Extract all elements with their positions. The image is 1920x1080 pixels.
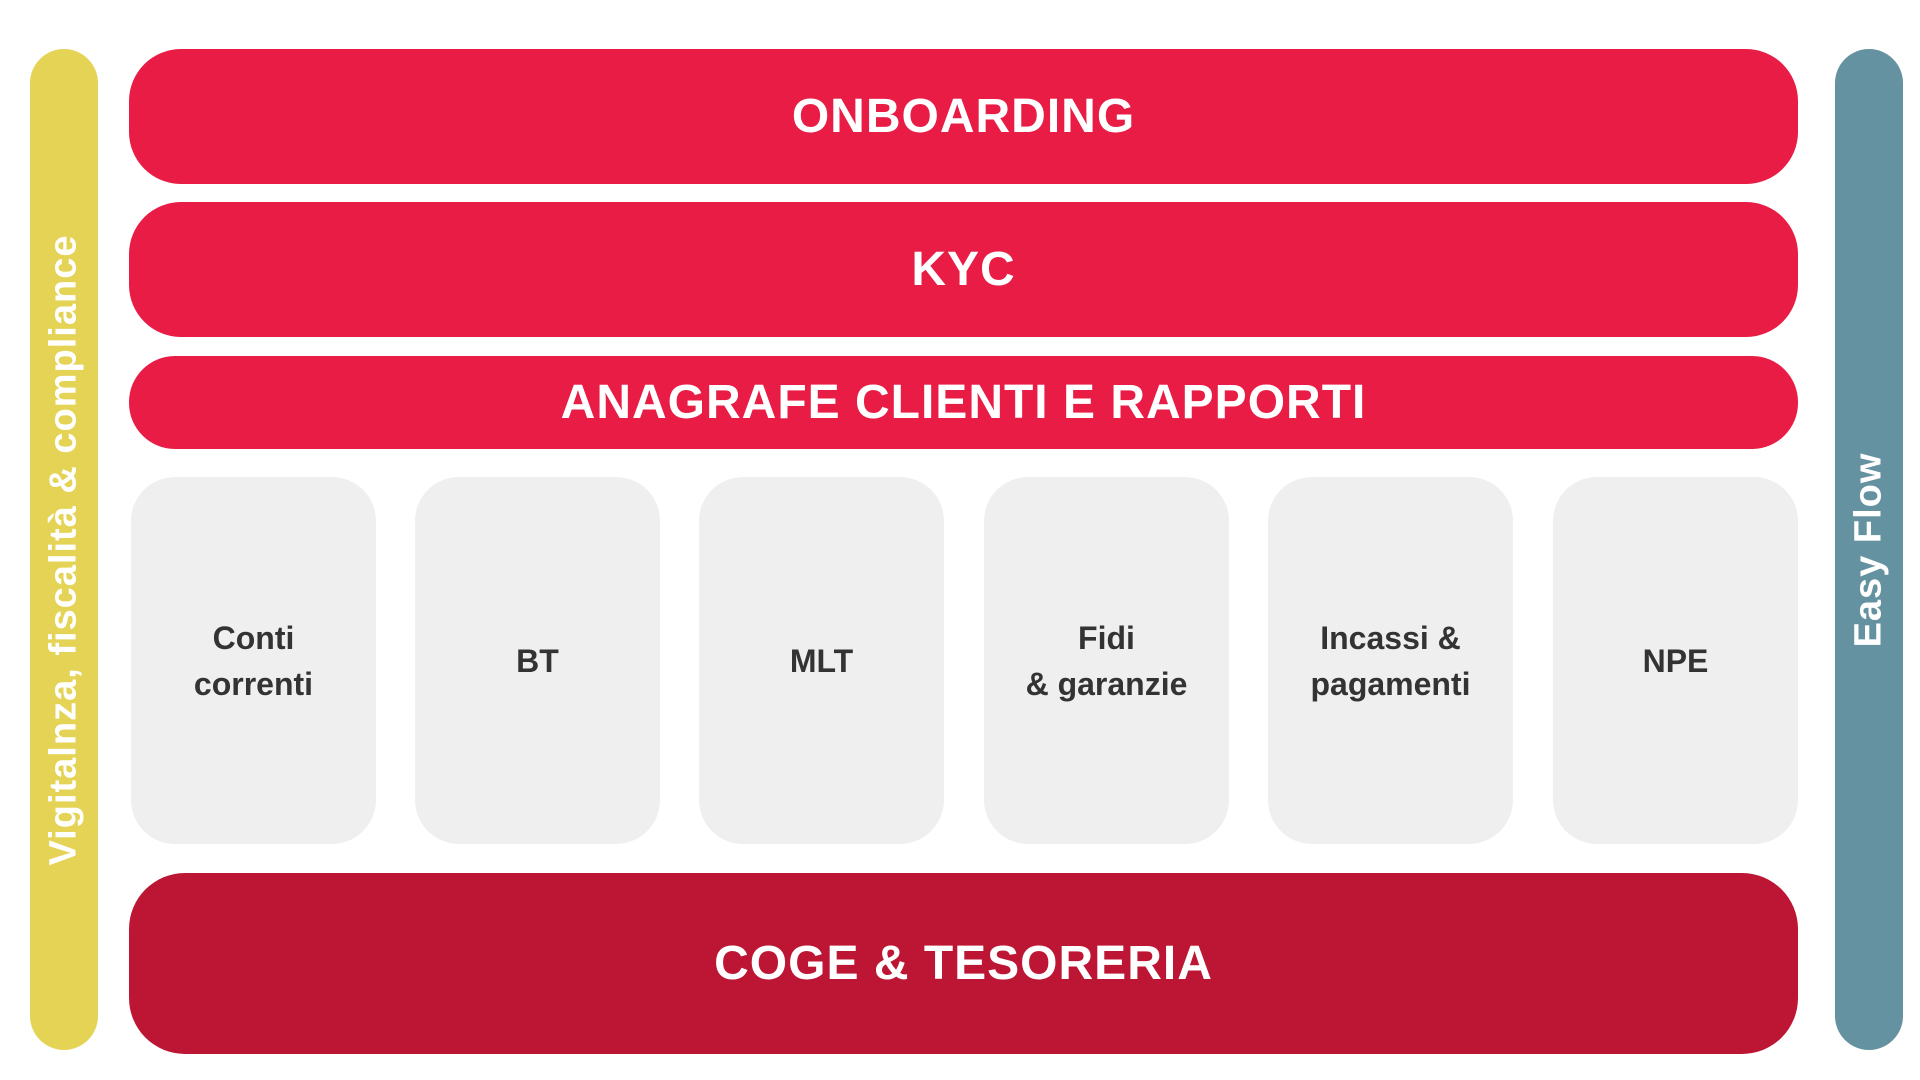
- right-easy-flow-bar: Easy Flow: [1835, 49, 1903, 1050]
- module-row: Conti correnti BT MLT Fidi & garanzie In…: [131, 477, 1798, 844]
- module-npe: NPE: [1553, 477, 1798, 844]
- module-bt: BT: [415, 477, 660, 844]
- coge-tesoreria-band: COGE & TESORERIA: [129, 873, 1798, 1054]
- left-compliance-bar: Vigitalnza, fiscalità & compliance: [30, 49, 98, 1050]
- module-fidi-garanzie: Fidi & garanzie: [984, 477, 1229, 844]
- module-conti-correnti: Conti correnti: [131, 477, 376, 844]
- onboarding-band: ONBOARDING: [129, 49, 1798, 184]
- left-bar-label: Vigitalnza, fiscalità & compliance: [42, 234, 85, 865]
- kyc-band: KYC: [129, 202, 1798, 337]
- anagrafe-band: ANAGRAFE CLIENTI E RAPPORTI: [129, 356, 1798, 449]
- module-incassi-pagamenti: Incassi & pagamenti: [1268, 477, 1513, 844]
- right-bar-label: Easy Flow: [1847, 452, 1890, 647]
- module-mlt: MLT: [699, 477, 944, 844]
